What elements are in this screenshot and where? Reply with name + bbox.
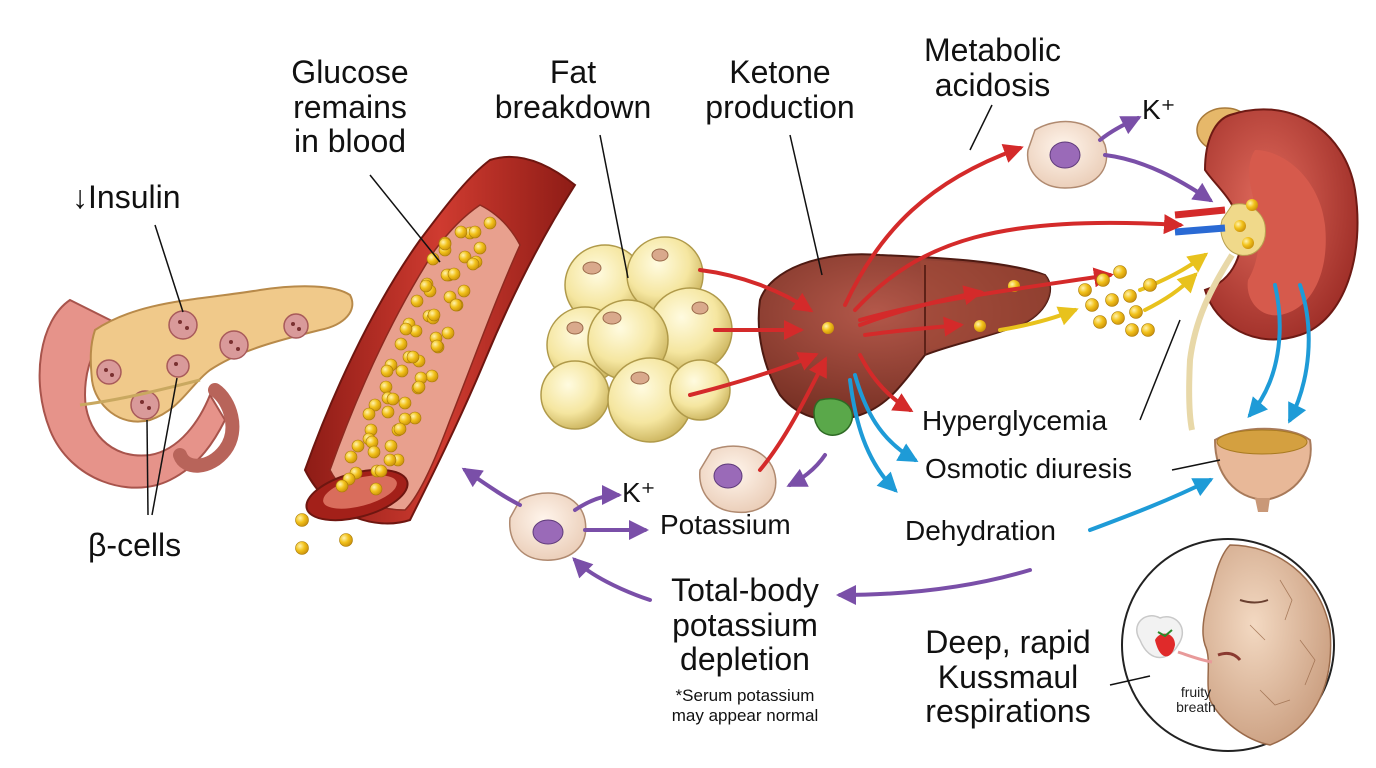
fruity-breath-label: fruity breath — [1176, 684, 1216, 715]
glucose-dot — [410, 294, 424, 308]
glucose-dot — [457, 284, 471, 298]
glucose-dot — [384, 439, 398, 453]
insulin-label: ↓Insulin — [72, 179, 181, 215]
blood-vessel-illustration — [303, 155, 577, 525]
liver-illustration — [757, 134, 1051, 436]
glucose-dot — [295, 541, 309, 555]
glucose-dot — [379, 380, 393, 394]
leader-lines — [969, 104, 1221, 471]
glucose-dot — [454, 225, 468, 239]
glucose-dot — [1111, 311, 1125, 325]
osmotic-diuresis-label: Osmotic diuresis — [925, 453, 1132, 484]
glucose-dot — [344, 450, 358, 464]
glucose-dot — [380, 364, 394, 378]
glucose-dot — [398, 412, 412, 426]
glucose-dot — [441, 326, 455, 340]
glucose-dot — [473, 241, 487, 255]
glucose-dots — [295, 265, 1157, 555]
face-illustration — [1109, 538, 1335, 752]
glucose-dot — [1143, 278, 1157, 292]
glucose-dot — [386, 392, 400, 406]
fat-cells-illustration — [540, 134, 733, 443]
ketone-production-label: Ketone production — [705, 54, 855, 125]
glucose-dot — [295, 513, 309, 527]
glucose-dot — [1141, 323, 1155, 337]
glucose-dot — [1105, 293, 1119, 307]
fat-breakdown-label: Fat breakdown — [494, 54, 652, 125]
glucose-dot — [399, 322, 413, 336]
glucose-dot — [374, 464, 388, 478]
cell-icon — [509, 492, 587, 561]
glucose-dot — [395, 364, 409, 378]
glucose-dot — [449, 298, 463, 312]
glucose-dot — [369, 482, 383, 496]
glucose-dot — [368, 398, 382, 412]
metabolic-acidosis-label: Metabolic acidosis — [924, 32, 1061, 103]
bladder-illustration — [1213, 427, 1312, 512]
dehydration-label: Dehydration — [905, 515, 1056, 546]
glucose-dot — [1096, 273, 1110, 287]
glucose-dot — [367, 445, 381, 459]
glucose-dot — [483, 216, 497, 230]
glucose-dot — [398, 396, 412, 410]
glucose-dot — [1125, 323, 1139, 337]
kussmaul-label: Deep, rapid Kussmaul respirations — [925, 624, 1091, 730]
glucose-dot — [427, 308, 441, 322]
kidney-illustration — [1174, 107, 1359, 431]
pancreas-illustration — [38, 224, 354, 516]
glucose-dot — [430, 339, 444, 353]
glucose-dot — [335, 479, 349, 493]
k-plus-top-label: K⁺ — [1142, 94, 1176, 125]
serum-note-label: *Serum potassium may appear normal — [671, 686, 819, 725]
glucose-dot — [1078, 283, 1092, 297]
glucose-dot — [1129, 305, 1143, 319]
glucose-dot — [468, 225, 482, 239]
glucose-dot — [394, 337, 408, 351]
purple-arrows — [461, 116, 1214, 605]
glucose-dot — [458, 250, 472, 264]
total-body-potassium-label: Total-body potassium depletion — [671, 572, 819, 678]
down-arrow-icon: ↓ — [72, 179, 88, 215]
glucose-dot — [339, 533, 353, 547]
hyperglycemia-label: Hyperglycemia — [922, 405, 1108, 436]
glucose-label: Glucose remains in blood — [291, 54, 409, 160]
glucose-dot — [425, 369, 439, 383]
glucose-dot — [1085, 298, 1099, 312]
glucose-dot — [393, 422, 407, 436]
glucose-dot — [381, 405, 395, 419]
glucose-dot — [419, 279, 433, 293]
glucose-dot — [1113, 265, 1127, 279]
red-arrows — [688, 143, 1184, 472]
glucose-dot — [1093, 315, 1107, 329]
potassium-label: Potassium — [660, 509, 791, 540]
k-plus-left-label: K⁺ — [622, 477, 656, 508]
blue-arrows — [848, 283, 1311, 532]
cell-icon — [1026, 120, 1108, 189]
glucose-dot — [362, 407, 376, 421]
strawberry-icon — [1136, 615, 1213, 664]
cell-icon — [699, 445, 777, 514]
glucose-dot — [466, 257, 480, 271]
glucose-dot — [406, 350, 420, 364]
glucose-dot — [351, 439, 365, 453]
glucose-dot — [383, 453, 397, 467]
glucose-dot — [1123, 289, 1137, 303]
glucose-dot — [412, 380, 426, 394]
glucose-dot — [438, 237, 452, 251]
beta-cells-label: β-cells — [88, 527, 182, 563]
glucose-dot — [447, 267, 461, 281]
